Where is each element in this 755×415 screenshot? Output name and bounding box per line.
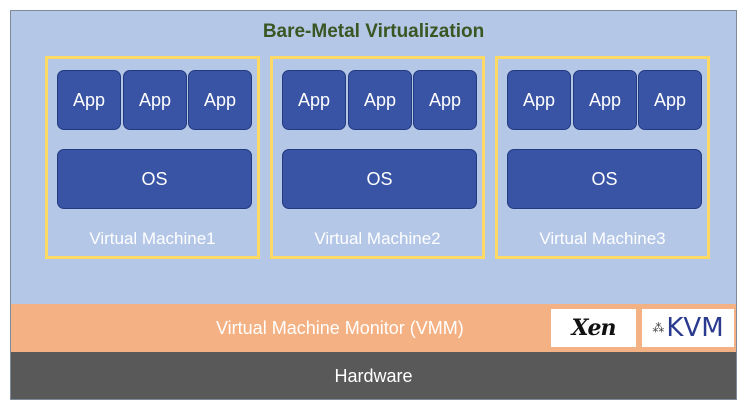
virtual-machine-3: App App App OS Virtual Machine3 [495, 56, 710, 259]
os-box: OS [57, 149, 252, 209]
vm-label: Virtual Machine1 [89, 229, 216, 248]
xen-logo-text: Xen [571, 315, 616, 341]
virtualization-area: Bare-Metal Virtualization App App App OS… [11, 11, 736, 304]
app-box: App [188, 70, 252, 130]
virtual-machine-1: App App App OS Virtual Machine1 [45, 56, 260, 259]
hardware-label: Hardware [334, 366, 413, 386]
vmm-layer: Virtual Machine Monitor (VMM) Xen ⁂ KVM [11, 304, 736, 352]
kvm-logo-text: KVM [666, 313, 724, 343]
vmm-label: Virtual Machine Monitor (VMM) [216, 318, 464, 338]
app-box: App [507, 70, 571, 130]
os-box: OS [507, 149, 702, 209]
app-box: App [638, 70, 702, 130]
app-box: App [413, 70, 477, 130]
vm-label: Virtual Machine2 [314, 229, 441, 248]
app-box: App [573, 70, 637, 130]
hardware-layer: Hardware [11, 352, 736, 399]
xen-logo: Xen [551, 309, 636, 347]
kvm-logo: ⁂ KVM [642, 309, 734, 347]
diagram-frame: Bare-Metal Virtualization App App App OS… [10, 10, 737, 400]
app-box: App [348, 70, 412, 130]
os-box: OS [282, 149, 477, 209]
vm-label: Virtual Machine3 [539, 229, 666, 248]
virtual-machine-2: App App App OS Virtual Machine2 [270, 56, 485, 259]
diagram-title: Bare-Metal Virtualization [262, 21, 485, 42]
kvm-penguin-icon: ⁂ [652, 321, 665, 335]
app-box: App [123, 70, 187, 130]
app-box: App [282, 70, 346, 130]
app-box: App [57, 70, 121, 130]
